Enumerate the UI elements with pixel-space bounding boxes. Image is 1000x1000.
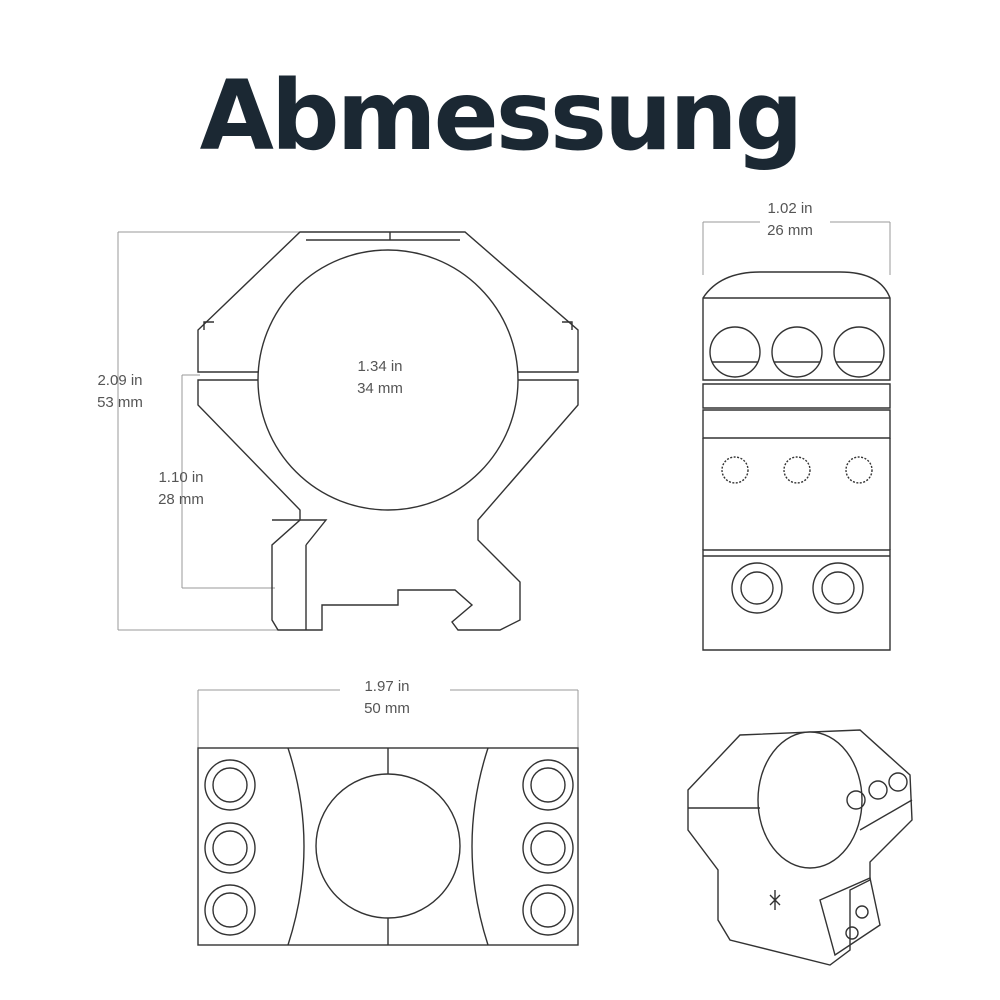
width-dimension-label: 1.02 in 26 mm [745,198,835,242]
screws [204,759,574,936]
center-height-in: 1.10 in [158,469,204,486]
page-title: Abmessung [199,60,804,172]
center-height-mm: 28 mm [158,491,204,508]
length-dimension-label: 1.97 in 50 mm [342,676,432,720]
center-height-dimension-label: 1.10 in 28 mm [136,467,226,511]
width-in: 1.02 in [767,200,813,217]
length-mm: 50 mm [364,700,410,717]
dimension-lines [117,221,891,748]
top-view [197,747,579,946]
height-mm: 53 mm [97,394,143,411]
diameter-in: 1.34 in [357,358,403,375]
height-in: 2.09 in [97,372,143,389]
diameter-mm: 34 mm [357,380,403,397]
side-view [702,271,891,651]
height-dimension-label: 2.09 in 53 mm [75,370,165,414]
diameter-dimension-label: 1.34 in 34 mm [335,356,425,400]
front-view [197,231,579,631]
width-mm: 26 mm [767,222,813,239]
isometric-view [687,729,913,966]
length-in: 1.97 in [364,678,410,695]
